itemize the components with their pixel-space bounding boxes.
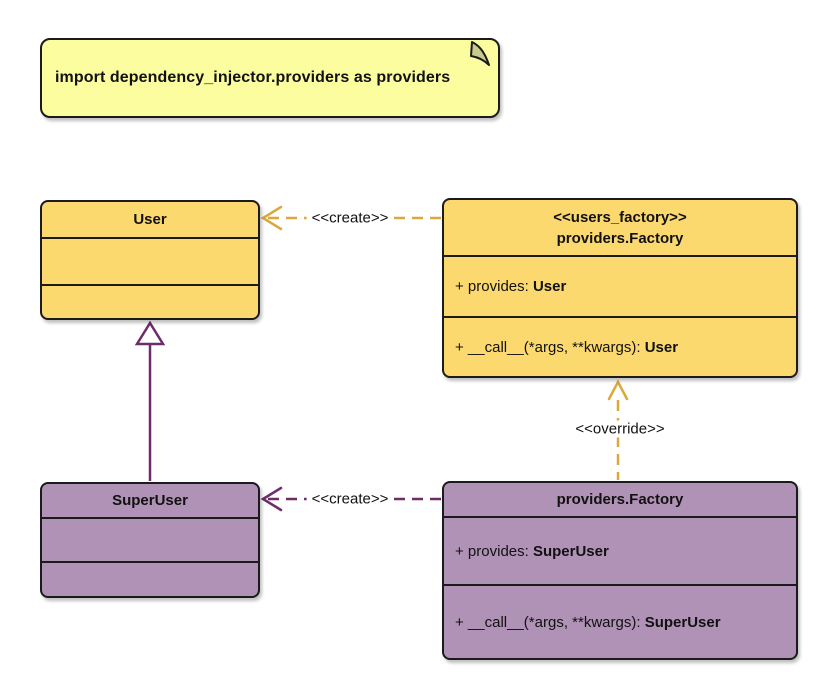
class-user-methods	[42, 284, 258, 318]
hollow-triangle-arrowhead-icon	[134, 320, 166, 346]
class-superuser-factory-attributes: + provides: SuperUser	[444, 516, 796, 584]
create-edge-label: <<create>>	[306, 490, 394, 508]
attribute-label: + provides:	[455, 542, 529, 560]
attribute-type: SuperUser	[532, 542, 609, 560]
class-user: User	[40, 200, 260, 320]
open-arrowhead-icon	[260, 486, 283, 512]
generalization-superuser-user-edge	[134, 320, 166, 481]
method-type: User	[644, 338, 679, 356]
class-name: SuperUser	[112, 492, 188, 509]
class-users-factory-title: <<users_factory>> providers.Factory	[444, 200, 796, 255]
class-superuser-factory: providers.Factory + provides: SuperUser …	[442, 481, 798, 660]
import-note: import dependency_injector.providers as …	[40, 38, 500, 118]
class-users-factory: <<users_factory>> providers.Factory + pr…	[442, 198, 798, 378]
open-arrowhead-icon	[607, 379, 629, 401]
method-type: SuperUser	[644, 613, 721, 631]
class-name: providers.Factory	[556, 491, 684, 508]
create-edge-label: <<create>>	[306, 209, 394, 227]
class-superuser: SuperUser	[40, 482, 260, 598]
class-name: providers.Factory	[556, 229, 684, 247]
class-user-attributes	[42, 237, 258, 284]
class-users-factory-methods: + __call__(*args, **kwargs): User	[444, 316, 796, 376]
class-superuser-attributes	[42, 517, 258, 561]
class-users-factory-attributes: + provides: User	[444, 255, 796, 316]
attribute-type: User	[532, 278, 567, 295]
class-superuser-title: SuperUser	[42, 484, 258, 517]
class-stereotype: <<users_factory>>	[553, 208, 687, 226]
note-fold-corner-icon	[470, 41, 490, 66]
class-superuser-factory-methods: + __call__(*args, **kwargs): SuperUser	[444, 584, 796, 658]
open-arrowhead-icon	[260, 205, 283, 231]
method-label: + __call__(*args, **kwargs):	[455, 338, 641, 356]
note-text: import dependency_injector.providers as …	[55, 69, 451, 86]
override-edge-label: <<override>>	[570, 420, 670, 438]
class-superuser-factory-title: providers.Factory	[444, 483, 796, 516]
attribute-label: + provides:	[455, 278, 529, 295]
method-label: + __call__(*args, **kwargs):	[455, 613, 641, 631]
class-superuser-methods	[42, 561, 258, 596]
class-name: User	[133, 211, 167, 228]
class-user-title: User	[42, 202, 258, 237]
